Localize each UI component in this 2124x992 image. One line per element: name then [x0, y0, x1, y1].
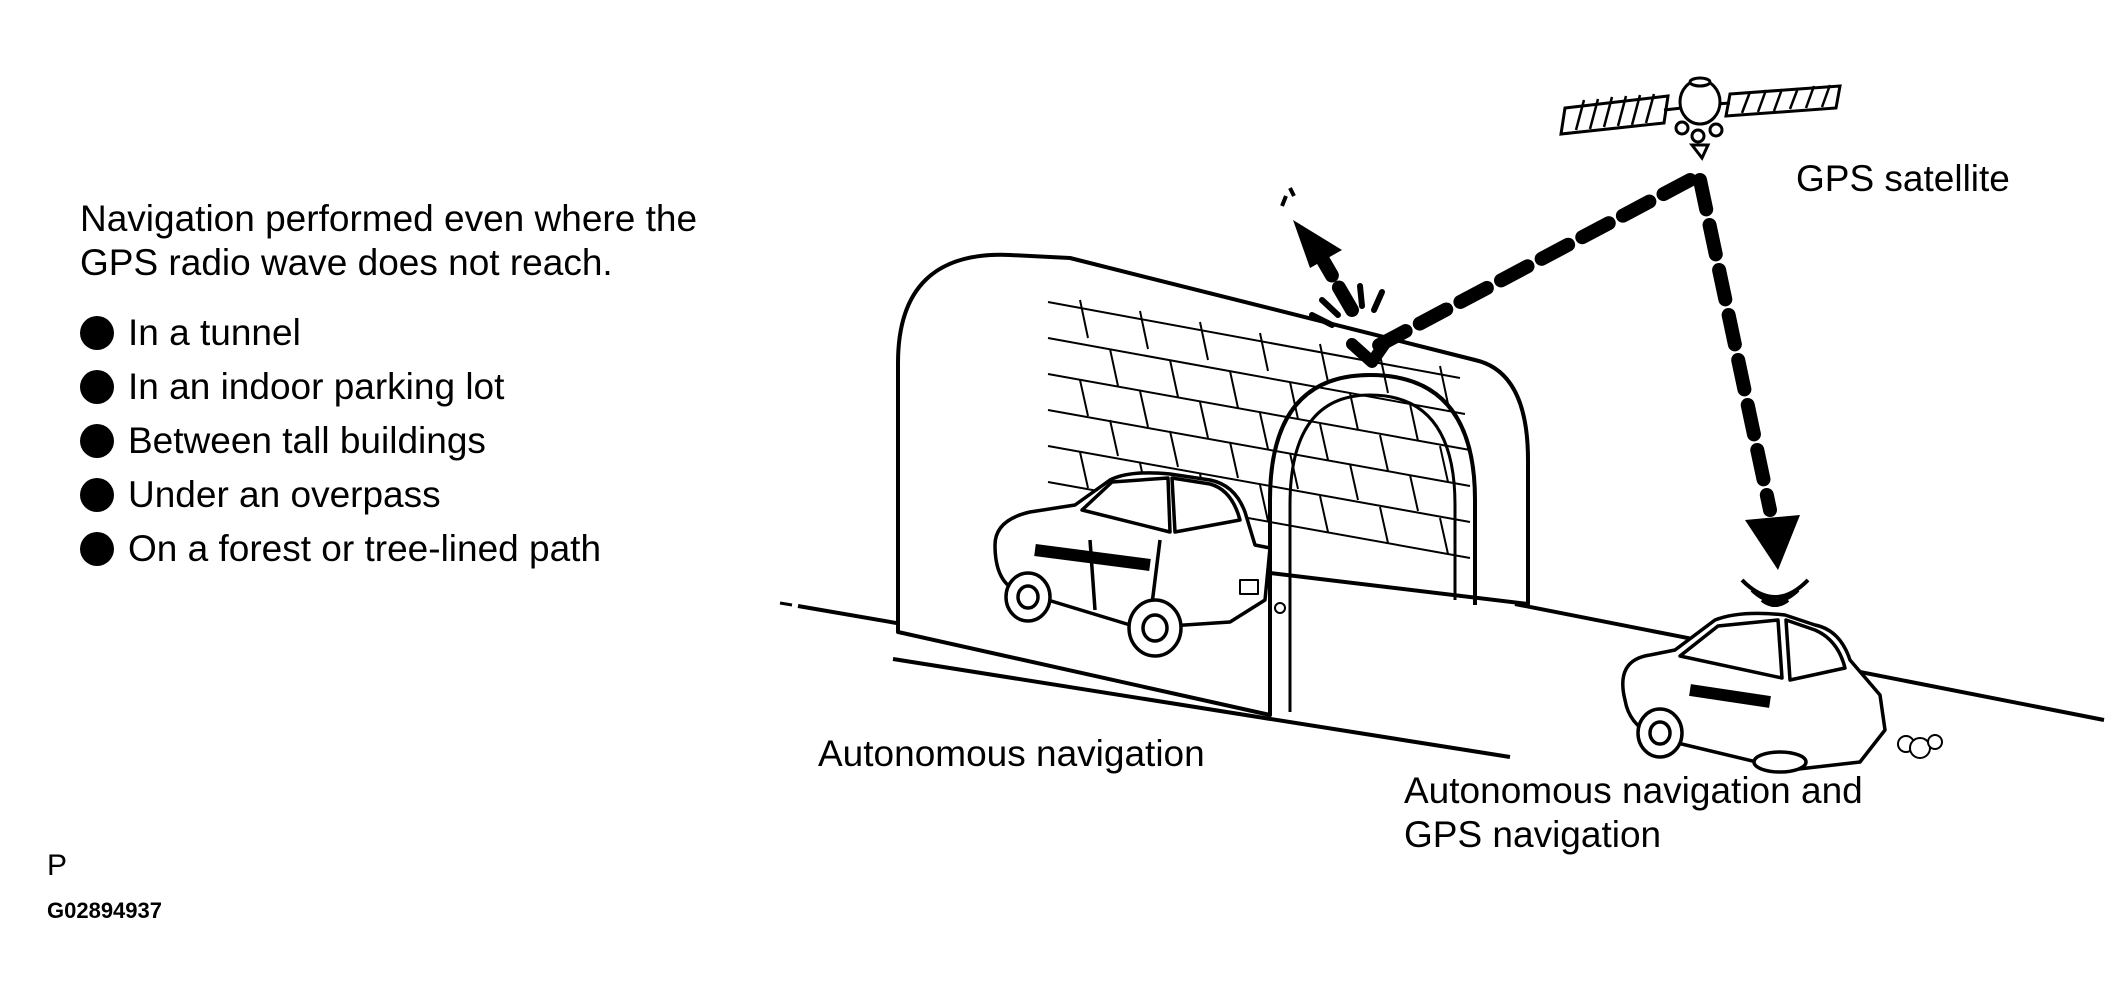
bullet-icon	[80, 370, 114, 404]
combined-caption: Autonomous navigation and GPS navigation	[1404, 769, 1964, 858]
condition-label: On a forest or tree-lined path	[128, 528, 602, 569]
combined-caption-line-2: GPS navigation	[1404, 814, 1662, 856]
down-arrow-head	[1745, 515, 1800, 570]
condition-label: Between tall buildings	[128, 420, 486, 461]
bullet-icon	[80, 532, 114, 566]
car-in-tunnel	[993, 471, 1286, 658]
satellite-icon	[1559, 76, 1842, 161]
list-item: In an indoor parking lot	[80, 360, 601, 414]
deflected-arrow	[1280, 187, 1359, 317]
condition-label: Under an overpass	[128, 474, 441, 515]
figure-code: G02894937	[47, 898, 162, 923]
satellite-label: GPS satellite	[1796, 158, 2010, 199]
bullet-icon	[80, 316, 114, 350]
reflection-mark	[1346, 336, 1392, 368]
list-item: Between tall buildings	[80, 414, 601, 468]
signal-path-tunnel	[1363, 173, 1697, 357]
condition-label: In an indoor parking lot	[128, 366, 505, 407]
intro-line-1: Navigation performed even where the	[80, 198, 698, 239]
list-item: On a forest or tree-lined path	[80, 522, 601, 576]
bullet-icon	[80, 478, 114, 512]
tunnel-roof-edge	[1009, 253, 1476, 362]
signal-waves	[1740, 578, 1810, 607]
list-item: In a tunnel	[80, 306, 601, 360]
autonomous-caption: Autonomous navigation	[818, 733, 1205, 774]
car-outside	[1621, 611, 1943, 774]
combined-caption-line-1: Autonomous navigation and	[1404, 770, 1863, 811]
intro-text: Navigation performed even where the GPS …	[80, 197, 800, 286]
list-item: Under an overpass	[80, 468, 601, 522]
signal-path-car	[1693, 173, 1777, 517]
tunnel-arch	[1268, 372, 1477, 715]
intro-line-2: GPS radio wave does not reach.	[80, 242, 613, 284]
bullet-icon	[80, 424, 114, 458]
page-mark: P	[47, 849, 68, 882]
condition-label: In a tunnel	[128, 312, 301, 353]
condition-list: In a tunnel In an indoor parking lot Bet…	[80, 306, 601, 576]
